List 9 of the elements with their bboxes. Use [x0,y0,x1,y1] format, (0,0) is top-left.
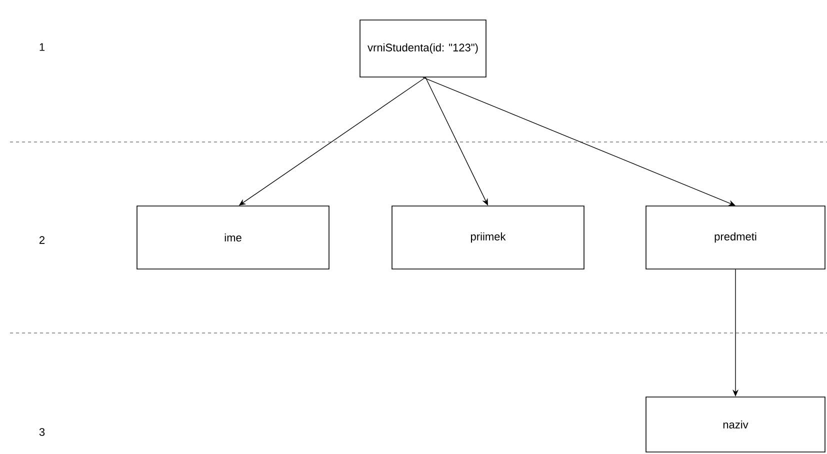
row-number: 3 [39,428,45,436]
field-box: naziv [646,396,826,452]
field-box: ime [136,206,330,270]
row-number: 1 [40,43,45,51]
arrow [422,77,736,206]
field-box: predmeti [646,206,826,270]
row-number: 2 [40,236,45,244]
field-box: priimek [392,206,584,270]
field-box: vrniStudenta(id: "123") [360,20,486,78]
